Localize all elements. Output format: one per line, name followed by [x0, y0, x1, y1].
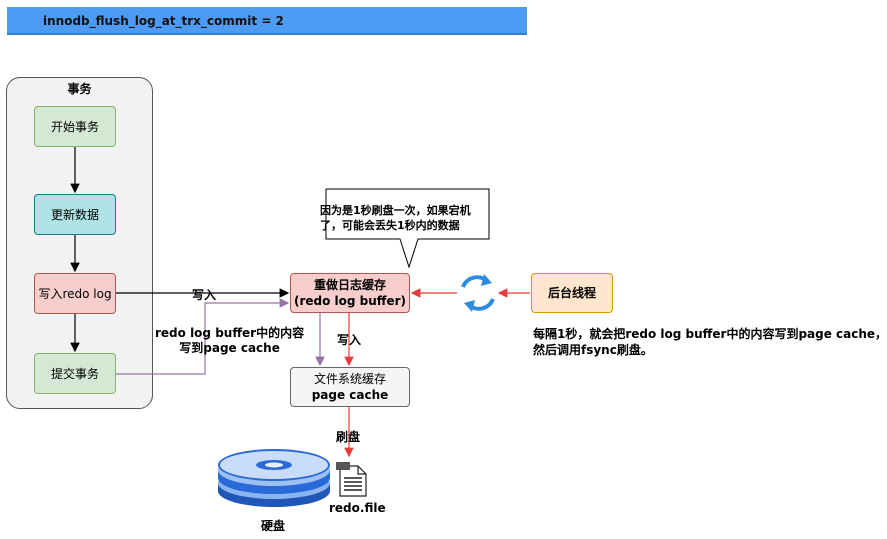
callout-line-2: 了，可能会丢失1秒内的数据: [320, 219, 460, 232]
callout-bubble: [325, 188, 490, 269]
thread-note-line-1: 每隔1秒，就会把redo log buffer中的内容写到page cache，: [533, 327, 887, 341]
redo-log-buffer-box[interactable]: 重做日志缓存 (redo log buffer): [290, 273, 410, 313]
step-label: 写入redo log: [38, 286, 112, 301]
disk-label: 硬盘: [261, 519, 286, 533]
write-redo-log-step[interactable]: 写入redo log: [34, 273, 116, 314]
page-cache-box[interactable]: 文件系统缓存 page cache: [290, 367, 410, 407]
data-loss-callout: 因为是1秒刷盘一次，如果宕机 了，可能会丢失1秒内的数据: [320, 203, 488, 233]
commit-transaction-step[interactable]: 提交事务: [34, 353, 116, 394]
banner-text: innodb_flush_log_at_trx_commit = 2: [43, 14, 284, 28]
step-label: 提交事务: [50, 366, 99, 381]
step-label: 开始事务: [50, 119, 99, 134]
thread-label: 后台线程: [547, 286, 596, 300]
buffer-title: 重做日志缓存: [313, 278, 386, 292]
update-data-step[interactable]: 更新数据: [34, 194, 116, 235]
note-line-1: redo log buffer中的内容: [155, 326, 305, 340]
thread-flush-note: 每隔1秒，就会把redo log buffer中的内容写到page cache，…: [533, 326, 887, 358]
start-transaction-step[interactable]: 开始事务: [34, 106, 116, 147]
step-label: 更新数据: [50, 207, 99, 222]
callout-line-1: 因为是1秒刷盘一次，如果宕机: [320, 204, 471, 217]
buffer-to-cache-note: redo log buffer中的内容 写到page cache: [155, 326, 304, 356]
cache-title: 文件系统缓存: [313, 372, 386, 386]
write-in-label: 写入: [192, 288, 217, 302]
hard-disk-icon: [218, 449, 330, 507]
background-thread-box[interactable]: 后台线程: [531, 273, 613, 313]
document-file-icon: [336, 462, 367, 497]
redo-file-label: redo.file: [329, 501, 386, 515]
arrow-commit-to-buffer: [116, 298, 290, 375]
buffer-subtitle: (redo log buffer): [293, 294, 407, 308]
title-banner: innodb_flush_log_at_trx_commit = 2: [7, 7, 527, 35]
note-line-2: 写到page cache: [179, 341, 280, 355]
sync-cycle-icon: [461, 274, 495, 312]
transaction-group-title: 事务: [67, 82, 92, 96]
thread-note-line-2: 然后调用fsync刷盘。: [533, 343, 653, 357]
write-down-label: 写入: [337, 333, 362, 347]
flush-label: 刷盘: [336, 430, 361, 444]
cache-subtitle: page cache: [311, 388, 389, 402]
